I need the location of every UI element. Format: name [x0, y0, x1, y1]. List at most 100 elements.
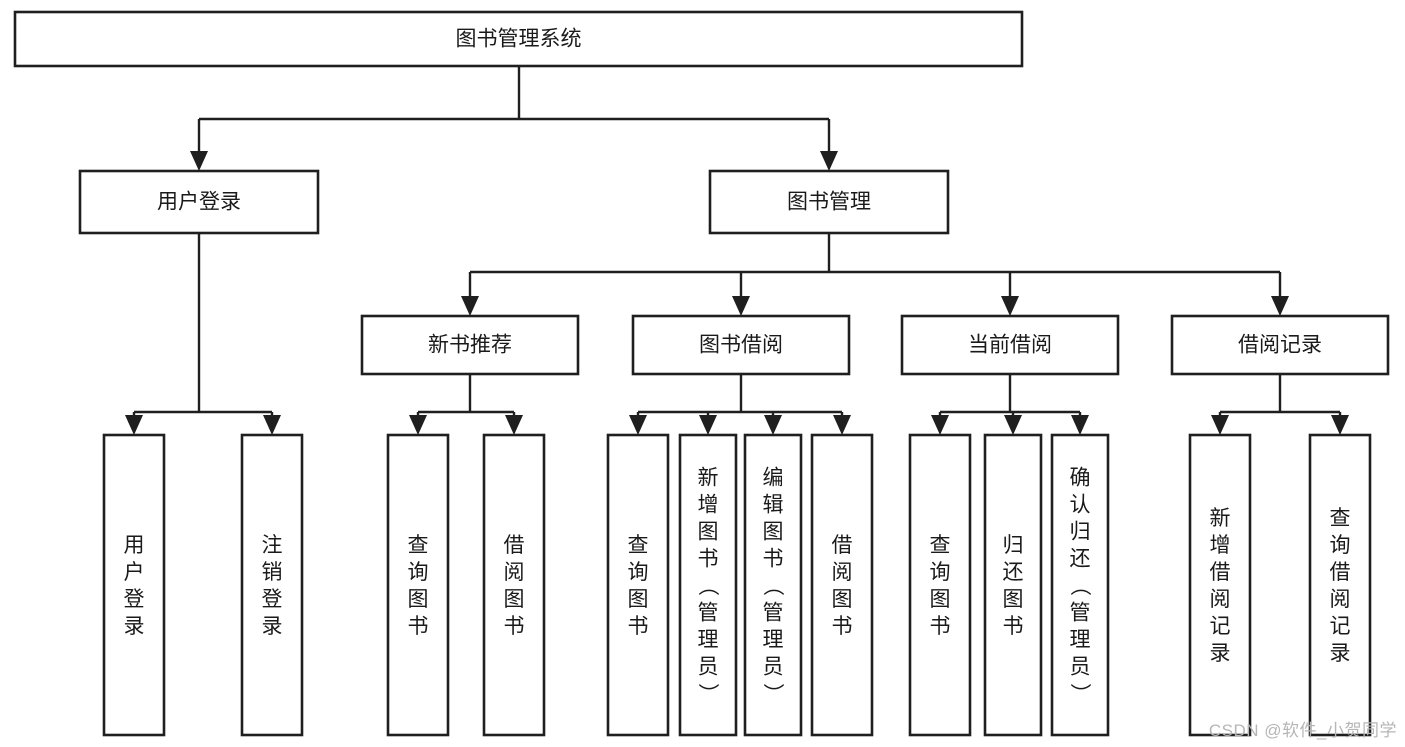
node-level2-1-label: 图书管理 [787, 191, 871, 214]
node-leaf-6-char: 员 [763, 656, 784, 679]
node-level3-1[interactable]: 图书借阅 [631, 314, 851, 376]
node-leaf-6-char: （ [761, 575, 784, 596]
node-leaf-5-char: 管 [698, 602, 719, 625]
node-leaf-3-char: 阅 [504, 561, 525, 584]
node-level3-3[interactable]: 借阅记录 [1170, 314, 1390, 376]
node-leaf-10-char: 员 [1070, 656, 1091, 679]
node-level2-1-rect [708, 169, 950, 235]
node-level3-0-label: 新书推荐 [428, 334, 512, 357]
node-level3-0-rect [360, 314, 580, 376]
arrow-head-icon [931, 415, 949, 435]
node-level2-1[interactable]: 图书管理 [708, 169, 950, 235]
node-leaf-4-rect [606, 433, 670, 737]
node-leaf-2-rect [386, 433, 450, 737]
node-leaf-9-char: 归 [1003, 534, 1024, 557]
node-leaf-3-rect [482, 433, 546, 737]
node-leaf-7-char: 图 [832, 588, 853, 611]
node-leaf-6-char: 编 [763, 467, 784, 490]
node-leaf-7-char: 书 [832, 615, 853, 638]
node-root-book-management-system-rect [13, 10, 1024, 68]
arrow-head-icon [190, 151, 208, 171]
arrow-head-icon [1001, 296, 1019, 316]
node-leaf-1-char: 录 [262, 615, 283, 638]
node-level3-3-label: 借阅记录 [1238, 334, 1322, 357]
node-leaf-5-char: （ [696, 575, 719, 596]
node-leaf-11-char: 新 [1210, 507, 1231, 530]
node-leaf-10-char: ） [1068, 683, 1091, 704]
node-leaf-12-char: 记 [1330, 615, 1351, 638]
node-leaf-0-label: 用户登录 [124, 534, 145, 638]
arrow-head-icon [1331, 415, 1349, 435]
node-level3-2[interactable]: 当前借阅 [900, 314, 1120, 376]
node-leaf-0[interactable]: 用户登录 [102, 433, 166, 737]
node-leaf-8-char: 询 [930, 561, 951, 584]
node-level3-3-rect [1170, 314, 1390, 376]
node-leaf-10-rect [1050, 433, 1110, 737]
node-leaf-5-char: 员 [698, 656, 719, 679]
node-leaf-12-char: 询 [1330, 534, 1351, 557]
node-leaf-5-char: ） [696, 683, 719, 704]
node-leaf-0-char: 户 [124, 561, 145, 584]
node-leaf-4-char: 询 [628, 561, 649, 584]
node-leaf-10-char: 还 [1070, 548, 1091, 571]
node-leaf-6-char: ） [761, 683, 784, 704]
node-leaf-0-char: 登 [124, 588, 145, 611]
node-leaf-5-char: 图 [698, 521, 719, 544]
node-leaf-10-char: 理 [1070, 629, 1091, 652]
node-leaf-0-char: 用 [124, 534, 145, 557]
node-leaf-10-char: 管 [1070, 602, 1091, 625]
node-leaf-2-char: 图 [408, 588, 429, 611]
node-level3-0[interactable]: 新书推荐 [360, 314, 580, 376]
node-level2-0[interactable]: 用户登录 [78, 169, 320, 235]
node-leaf-11-char: 增 [1210, 534, 1231, 557]
node-leaf-11-rect [1188, 433, 1252, 737]
node-leaf-6-char: 管 [763, 602, 784, 625]
arrow-head-icon [505, 415, 523, 435]
connector-layer [125, 66, 1349, 435]
node-root-book-management-system[interactable]: 图书管理系统 [13, 10, 1024, 68]
node-leaf-3-char: 书 [504, 615, 525, 638]
node-leaf-11-char: 阅 [1210, 588, 1231, 611]
node-leaf-6-char: 书 [763, 548, 784, 571]
arrow-head-icon [1211, 415, 1229, 435]
node-level3-1-label: 图书借阅 [699, 334, 783, 357]
arrow-head-icon [820, 151, 838, 171]
node-leaf-9-rect [983, 433, 1043, 737]
node-leaf-10-char: （ [1068, 575, 1091, 596]
node-leaf-1-rect [240, 433, 304, 737]
node-level3-2-label: 当前借阅 [968, 334, 1052, 357]
node-leaf-12-rect [1308, 433, 1372, 737]
node-leaf-6-char: 辑 [763, 494, 784, 517]
node-leaf-7-rect [810, 433, 874, 737]
arrow-head-icon [263, 415, 281, 435]
node-leaf-8-char: 书 [930, 615, 951, 638]
arrow-head-icon [732, 296, 750, 316]
arrow-head-icon [461, 296, 479, 316]
node-leaf-9-char: 还 [1003, 561, 1024, 584]
node-leaf-12-char: 借 [1330, 561, 1351, 584]
node-leaf-2-char: 书 [408, 615, 429, 638]
node-level2-0-rect [78, 169, 320, 235]
